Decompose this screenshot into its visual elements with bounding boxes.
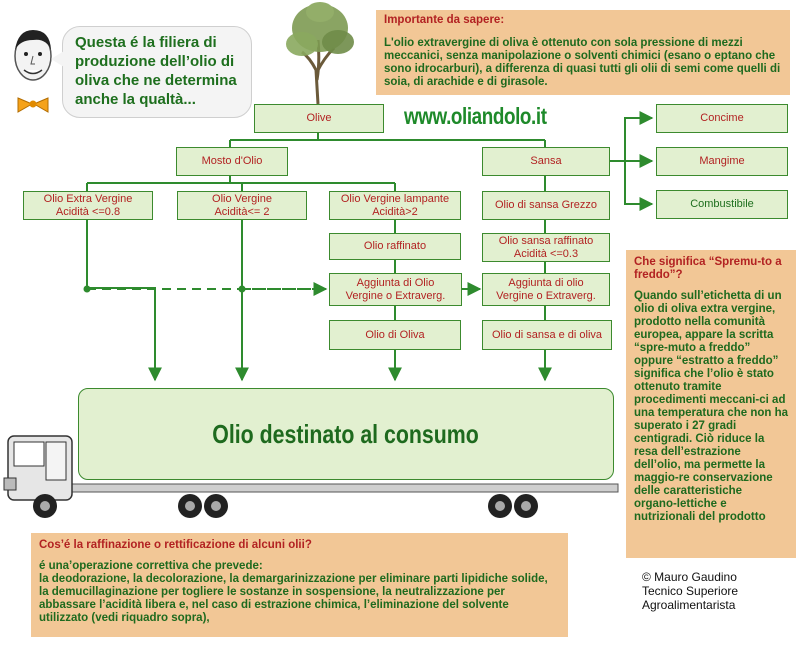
node-olive: Olive (254, 104, 384, 133)
note-raffinazione-body: é una’operazione correttiva che prevede:… (39, 560, 548, 624)
truck-illustration (3, 435, 619, 518)
credit: © Mauro Gaudino Tecnico Superiore Agroal… (642, 570, 738, 612)
node-raffinato: Olio raffinato (329, 233, 461, 260)
note-spremuto: Che significa “Spremu-to a freddo”? Quan… (626, 250, 796, 558)
node-concime: Concime (656, 104, 788, 133)
node-combustibile: Combustibile (656, 190, 788, 219)
speech-bubble: Questa é la filiera di produzione dell’o… (51, 26, 252, 118)
note-spremuto-heading: Che significa “Spremu-to a freddo”? (634, 256, 782, 281)
node-lampante: Olio Vergine lampante Acidità>2 (329, 191, 461, 220)
node-extra-vergine: Olio Extra Vergine Acidità <=0.8 (23, 191, 153, 220)
website-label: www.oliandolo.it (404, 103, 547, 129)
node-mosto: Mosto d'Olio (176, 147, 288, 176)
node-sansa: Sansa (482, 147, 610, 176)
node-mangime: Mangime (656, 147, 788, 176)
node-olio-sansa-oliva: Olio di sansa e di oliva (482, 320, 612, 350)
credit-line-1: © Mauro Gaudino (642, 570, 737, 584)
node-sansa-grezzo: Olio di sansa Grezzo (482, 191, 610, 220)
note-spremuto-body: Quando sull’etichetta di un olio di oliv… (634, 290, 789, 523)
credit-line-3: Agroalimentarista (642, 598, 736, 612)
note-raffinazione: Cos’é la raffinazione o rettificazione d… (31, 533, 568, 637)
bubble-text: Questa é la filiera di produzione dell’o… (75, 34, 237, 108)
node-vergine: Olio Vergine Acidità<= 2 (177, 191, 307, 220)
note-importante-heading: Importante da sapere: (384, 14, 505, 26)
note-raffinazione-heading: Cos’é la raffinazione o rettificazione d… (39, 539, 312, 551)
node-aggiunta-2: Aggiunta di olio Vergine o Extraverg. (482, 273, 610, 306)
cargo-box: Olio destinato al consumo (78, 388, 614, 480)
mascot-illustration (14, 30, 52, 113)
olive-tree-illustration (286, 2, 354, 104)
node-sansa-raffinato: Olio sansa raffinato Acidità <=0.3 (482, 233, 610, 262)
credit-line-2: Tecnico Superiore (642, 584, 739, 598)
cargo-label: Olio destinato al consumo (212, 418, 480, 449)
note-importante: Importante da sapere: L'olio extravergin… (376, 10, 790, 95)
node-olio-di-oliva: Olio di Oliva (329, 320, 461, 350)
note-importante-body: L'olio extravergine di oliva è ottenuto … (384, 37, 781, 88)
node-aggiunta-1: Aggiunta di Olio Vergine o Extraverg. (329, 273, 462, 306)
